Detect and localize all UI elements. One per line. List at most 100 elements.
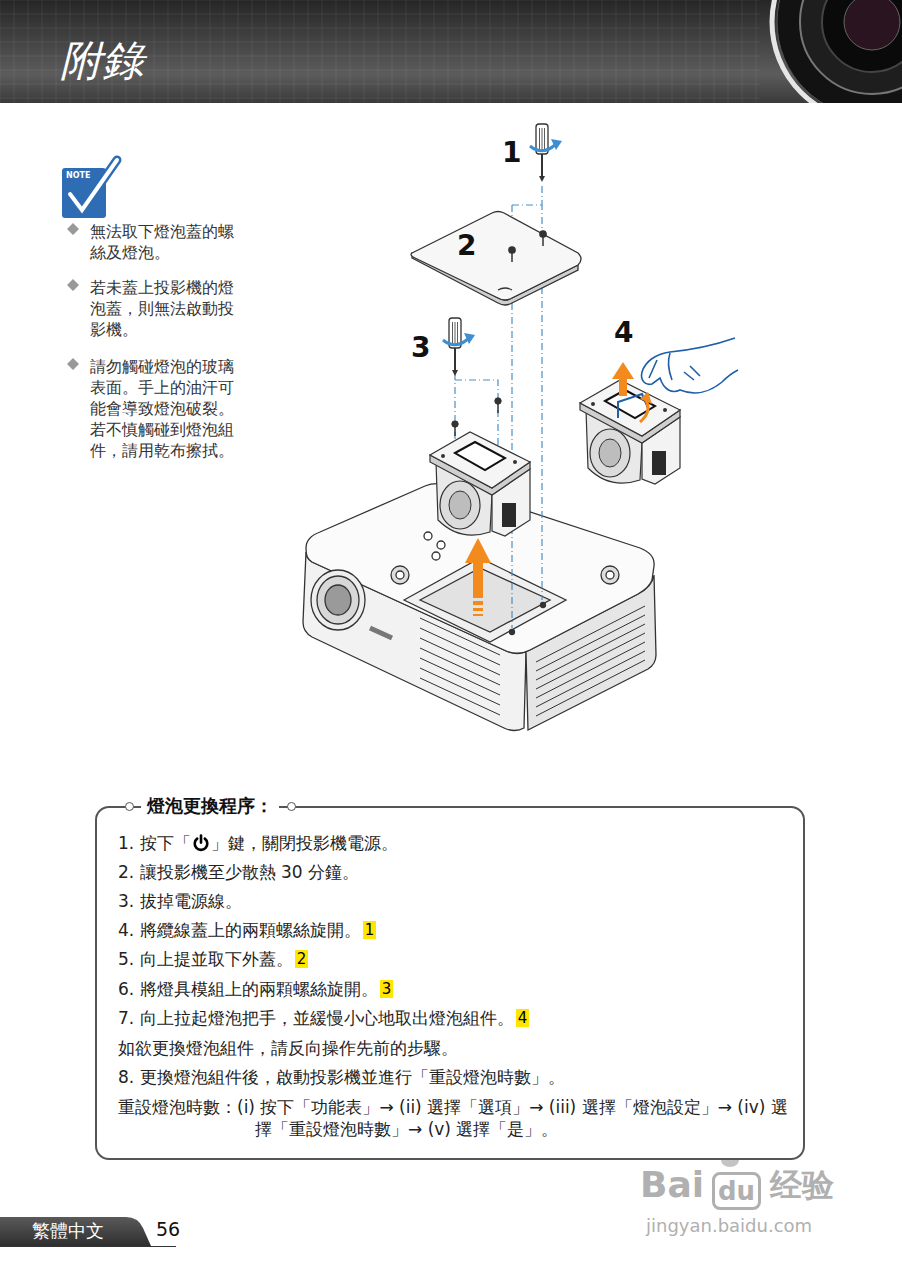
screw (454, 427, 456, 436)
projector-body (325, 585, 351, 615)
lamp-cover (509, 247, 515, 253)
screwdriver (443, 318, 475, 376)
note-icon (70, 160, 117, 210)
projector-body (311, 570, 365, 630)
step-row: 重設燈泡時數：(i) 按下「功能表」→ (ii) 選擇「選項」→ (iii) 選… (118, 1096, 794, 1140)
projector-body (391, 566, 409, 584)
projector-body (437, 541, 445, 549)
callout-number: 3 (380, 980, 394, 998)
screw (497, 404, 499, 413)
page-number: 56 (156, 1216, 180, 1242)
language-label: 繁體中文 (0, 1216, 160, 1246)
label-anchor: 56 (156, 1216, 180, 1242)
lamp-cover (411, 212, 581, 306)
lift-arrow (473, 614, 483, 616)
lamp-cover (540, 231, 546, 237)
hand (642, 338, 738, 393)
screw (452, 421, 458, 427)
projector-body (424, 532, 432, 540)
lamp-cover (511, 253, 513, 262)
label-anchor: NOTE (66, 171, 90, 181)
title-dot (287, 802, 296, 811)
projector-body (317, 576, 359, 624)
header-band: 附錄 (0, 0, 902, 103)
note-icon (70, 160, 117, 210)
step-row: 3. 拔掉電源線。 (118, 890, 794, 912)
callout-number: 2 (457, 231, 476, 261)
projector-body (420, 568, 550, 632)
lens-graphic (822, 0, 902, 72)
lamp-cover (411, 212, 581, 301)
callout-number: 2 (295, 950, 309, 968)
label-anchor: jingyan.baidu.com (646, 1214, 812, 1238)
watermark: jingyan.baidu.com (646, 1214, 812, 1238)
title-dot (125, 802, 134, 811)
step-text: 如欲更換燈泡組件，請反向操作先前的步驟。 (118, 1038, 458, 1058)
screw (495, 398, 501, 404)
screwdriver (530, 124, 562, 182)
step-text: 3. 拔掉電源線。 (118, 891, 242, 911)
watermark: Bai (640, 1164, 704, 1206)
lens-graphic (800, 0, 902, 94)
label-anchor: 1 (502, 138, 521, 168)
step-text: 6. 將燈具模組上的兩顆螺絲旋開。 (118, 979, 378, 999)
projector-body (432, 552, 440, 560)
header-grid (0, 0, 760, 103)
step-row: 2. 讓投影機至少散熱 30 分鐘。 (118, 861, 794, 883)
screw (452, 398, 501, 436)
procedure-box: 燈泡更換程序：1. 按下「」鍵，關閉投影機電源。2. 讓投影機至少散熱 30 分… (95, 806, 805, 1160)
box-heading: 燈泡更換程序： (141, 795, 279, 817)
label-anchor: 請勿觸碰燈泡的玻璃表面。手上的油汗可能會導致燈泡破裂。若不慎觸碰到燈泡組件，請用… (90, 356, 246, 461)
label-anchor: du (712, 1172, 761, 1210)
step-row: 7. 向上拉起燈泡把手，並緩慢小心地取出燈泡組件。4 (118, 1007, 794, 1029)
step-text: 5. 向上提並取下外蓋。 (118, 949, 293, 969)
projector-body (606, 571, 614, 579)
callout-number: 4 (516, 1009, 530, 1027)
callout-number: 1 (363, 921, 377, 939)
lamp-cover (542, 237, 544, 246)
lift-arrow (473, 608, 483, 611)
step-row: 1. 按下「」鍵，關閉投影機電源。 (118, 832, 794, 854)
callout-number: 1 (502, 138, 521, 168)
label-anchor: Bai (640, 1164, 704, 1206)
lamp-cover (498, 288, 512, 290)
handle-arrow (612, 362, 634, 379)
note-icon (62, 160, 117, 218)
lift-arrow (473, 560, 483, 598)
section-title: 附錄 (60, 36, 144, 86)
footer-rule (0, 1246, 176, 1247)
label-anchor: 無法取下燈泡蓋的螺絲及燈泡。 (90, 221, 246, 263)
step-row: 6. 將燈具模組上的兩顆螺絲旋開。3 (118, 978, 794, 1000)
projector-body (601, 566, 619, 584)
lens-graphic (772, 0, 902, 103)
step-text: 7. 向上拉起燈泡把手，並緩慢小心地取出燈泡組件。 (118, 1008, 514, 1028)
step-row: 4. 將纜線蓋上的兩顆螺絲旋開。1 (118, 919, 794, 941)
projector-body (536, 606, 645, 716)
step-text: 8. 更換燈泡組件後，啟動投影機並進行「重設燈泡時數」。 (118, 1067, 565, 1087)
language-tab: 繁體中文 (0, 1216, 160, 1246)
watermark: du (712, 1172, 761, 1210)
step-text: 」鍵，關閉投影機電源。 (211, 833, 398, 853)
label-anchor: 3 (411, 333, 430, 363)
note-tag: NOTE (66, 171, 90, 181)
step-row: 8. 更換燈泡組件後，啟動投影機並進行「重設燈泡時數」。 (118, 1066, 794, 1088)
label-anchor: 4 (614, 318, 633, 348)
lens-graphic (844, 0, 900, 50)
handle-arrow (640, 392, 652, 404)
label-anchor: 经验 (770, 1166, 834, 1204)
note-text: 請勿觸碰燈泡的玻璃表面。手上的油汗可能會導致燈泡破裂。若不慎觸碰到燈泡組件，請用… (90, 356, 246, 461)
lift-arrow (473, 601, 483, 605)
lamp-module (430, 432, 530, 536)
bullet-symbol (67, 358, 79, 370)
lift-arrow (465, 538, 491, 616)
power-icon (192, 834, 210, 852)
bullet-symbol (67, 279, 79, 291)
handle-arrow (640, 400, 648, 422)
lift-arrow (465, 538, 491, 563)
bullet-symbol (67, 223, 79, 370)
step-row: 5. 向上提並取下外蓋。2 (118, 948, 794, 970)
lens-graphic (777, 0, 902, 103)
label-anchor: 2 (457, 231, 476, 261)
